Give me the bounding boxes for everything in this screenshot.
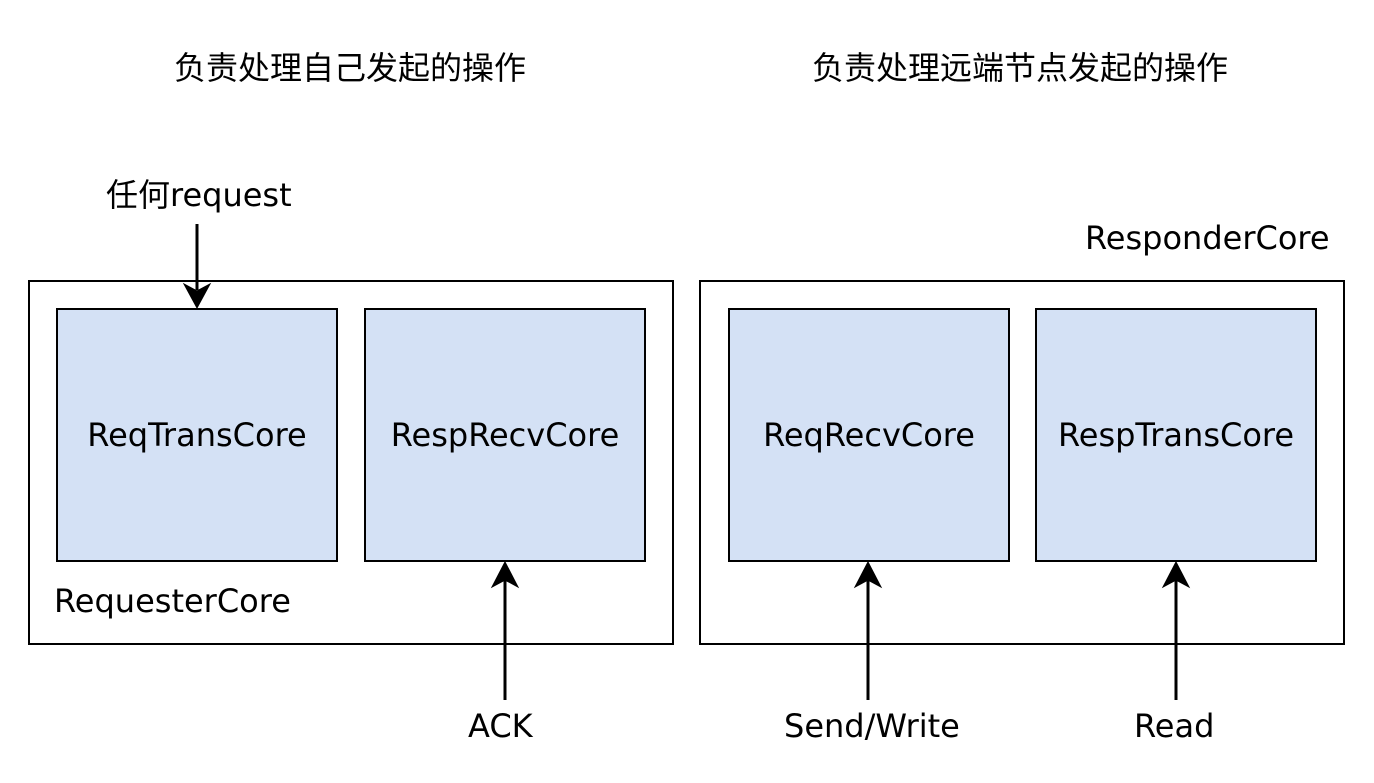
resp-recv-core-block: RespRecvCore: [364, 308, 646, 562]
req-recv-core-block: ReqRecvCore: [728, 308, 1010, 562]
requester-core-label: RequesterCore: [54, 582, 291, 620]
req-recv-core-label: ReqRecvCore: [763, 416, 975, 454]
send-write-label: Send/Write: [784, 707, 960, 745]
resp-trans-core-block: RespTransCore: [1035, 308, 1317, 562]
read-label: Read: [1134, 707, 1215, 745]
requester-heading: 负责处理自己发起的操作: [173, 49, 526, 87]
resp-trans-core-label: RespTransCore: [1057, 416, 1295, 454]
resp-recv-core-label: RespRecvCore: [390, 416, 620, 454]
responder-core-label: ResponderCore: [1085, 219, 1330, 257]
req-trans-core-block: ReqTransCore: [56, 308, 338, 562]
ack-label: ACK: [468, 707, 533, 745]
req-trans-core-label: ReqTransCore: [87, 416, 307, 454]
responder-heading: 负责处理远端节点发起的操作: [811, 49, 1228, 87]
any-request-label: 任何request: [106, 176, 292, 214]
